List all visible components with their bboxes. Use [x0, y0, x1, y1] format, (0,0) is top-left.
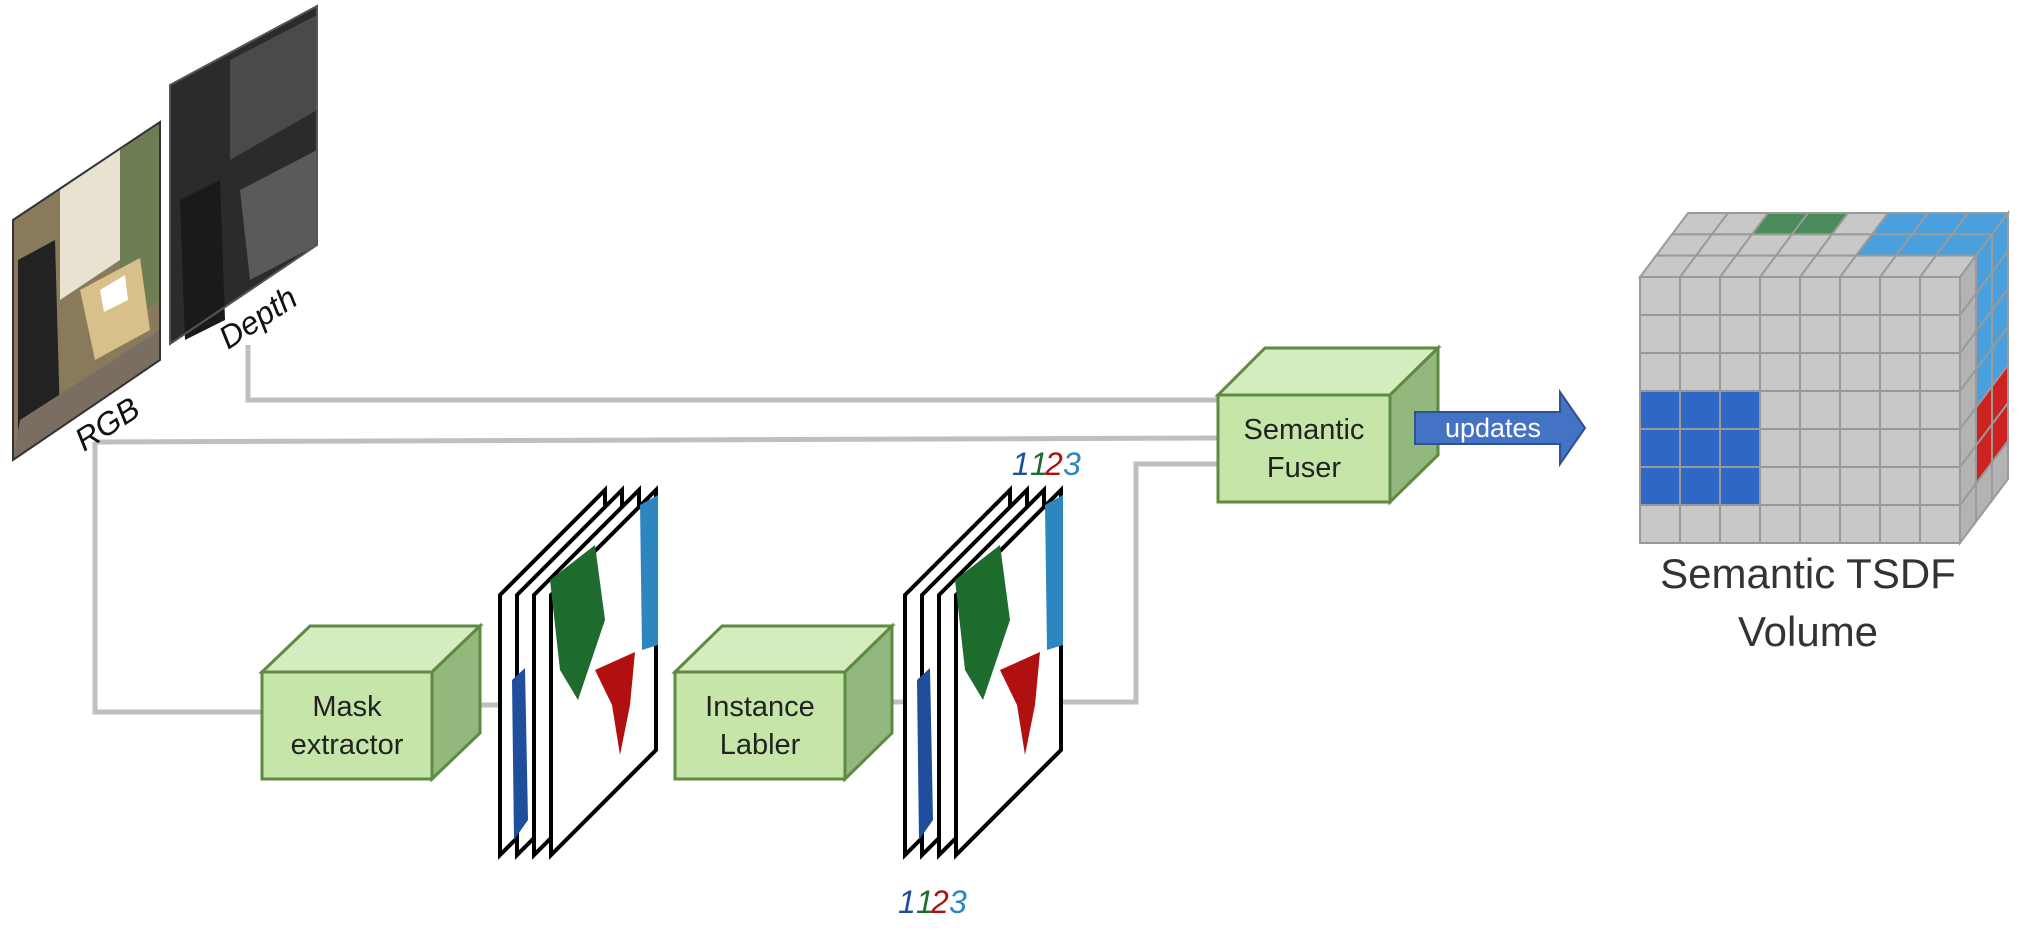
tsdf-caption-line2: Volume	[1738, 608, 1878, 655]
semantic-fuser-line1: Semantic	[1244, 414, 1365, 446]
voxel-front	[1839, 428, 1881, 468]
voxel-front	[1639, 352, 1681, 392]
mask-stack-1-blob-lightblue	[640, 495, 658, 650]
mask-extractor-box	[258, 622, 484, 783]
mask-extractor-line2: extractor	[291, 729, 404, 761]
voxel-front	[1719, 352, 1761, 392]
voxel-front	[1759, 428, 1801, 468]
voxel-front	[1639, 276, 1681, 316]
voxel-front	[1679, 504, 1721, 544]
mask-stack-1-blob-green	[550, 545, 605, 700]
voxel-front	[1879, 390, 1921, 430]
mask-extractor-line1: Mask	[312, 691, 382, 723]
voxel-front	[1799, 390, 1841, 430]
instance-labler-box	[671, 622, 896, 783]
depth-to-fuser-wire	[245, 345, 1222, 403]
mask-stack-1	[498, 485, 658, 860]
semantic-tsdf-volume	[1637, 210, 2011, 546]
voxel-front	[1919, 466, 1961, 506]
instance-id-top-4: 3	[1063, 446, 1081, 482]
voxel-front	[1679, 352, 1721, 392]
voxel-front	[1839, 352, 1881, 392]
voxel-front	[1679, 390, 1721, 430]
voxel-front	[1799, 314, 1841, 354]
voxel-front	[1639, 390, 1681, 430]
mask-stack-2-blob-lightblue	[1045, 495, 1063, 650]
instance-id-bottom-1: 1	[898, 884, 916, 920]
voxel-front	[1759, 314, 1801, 354]
instance-id-bottom-4: 3	[949, 884, 967, 920]
updates-label: updates	[1445, 413, 1541, 443]
voxel-front	[1639, 314, 1681, 354]
depth-image	[169, 4, 318, 346]
voxel-front	[1759, 504, 1801, 544]
voxel-front	[1919, 276, 1961, 316]
instance-id-top-1: 1	[1012, 446, 1030, 482]
voxel-front	[1759, 352, 1801, 392]
voxel-front	[1839, 276, 1881, 316]
voxel-front	[1759, 276, 1801, 316]
voxel-front	[1679, 276, 1721, 316]
mask-stack-2-blob-green	[955, 545, 1010, 700]
mask-stack-2	[903, 485, 1063, 860]
instance-ids-top: 1 1 2 3	[1012, 446, 1081, 482]
voxel-front	[1719, 504, 1761, 544]
voxel-front	[1879, 352, 1921, 392]
voxel-front	[1879, 466, 1921, 506]
voxel-front	[1719, 314, 1761, 354]
voxel-front	[1759, 390, 1801, 430]
mask-stack-2-blob-red	[1000, 652, 1040, 755]
voxel-front	[1759, 466, 1801, 506]
rgb-to-mask-extractor-wire	[92, 442, 262, 715]
voxel-front	[1719, 276, 1761, 316]
voxel-front	[1799, 352, 1841, 392]
voxel-front	[1679, 428, 1721, 468]
voxel-front	[1719, 428, 1761, 468]
instance-id-bottom-2: 1	[916, 884, 934, 920]
instance-id-bottom-3: 2	[930, 884, 949, 920]
voxel-front	[1919, 390, 1961, 430]
mask-stack-1-blob-red	[595, 652, 635, 755]
voxel-front	[1719, 466, 1761, 506]
rgb-to-fuser-wire	[94, 435, 1223, 445]
voxel-front	[1839, 314, 1881, 354]
voxel-front	[1839, 466, 1881, 506]
labels-to-fuser-wire	[1030, 461, 1222, 705]
updates-arrow	[1414, 388, 1587, 468]
voxel-front	[1879, 276, 1921, 316]
voxel-front	[1839, 504, 1881, 544]
voxel-front	[1879, 428, 1921, 468]
voxel-front	[1639, 466, 1681, 506]
instance-labler-line1: Instance	[705, 691, 815, 723]
instance-id-top-2: 1	[1030, 446, 1048, 482]
voxel-front	[1799, 466, 1841, 506]
semantic-fuser-line2: Fuser	[1267, 452, 1341, 484]
voxel-front	[1639, 428, 1681, 468]
voxel-front	[1799, 276, 1841, 316]
mask-stack-2-blob-blue	[917, 668, 933, 840]
tsdf-caption-line1: Semantic TSDF	[1660, 550, 1956, 597]
voxel-front	[1879, 504, 1921, 544]
voxel-front	[1879, 314, 1921, 354]
rgb-image	[12, 120, 161, 462]
voxel-front	[1719, 390, 1761, 430]
voxel-front	[1839, 390, 1881, 430]
voxel-side	[1991, 437, 2009, 504]
voxel-front	[1799, 428, 1841, 468]
voxel-front	[1919, 504, 1961, 544]
voxel-front	[1679, 314, 1721, 354]
instance-labler-line2: Labler	[720, 729, 801, 761]
instance-id-top-3: 2	[1044, 446, 1063, 482]
voxel-front	[1679, 466, 1721, 506]
instance-ids-bottom: 1 1 2 3	[898, 884, 967, 920]
voxel-front	[1919, 314, 1961, 354]
mask-stack-1-blob-blue	[512, 668, 528, 840]
voxel-front	[1919, 428, 1961, 468]
voxel-front	[1799, 504, 1841, 544]
voxel-front	[1919, 352, 1961, 392]
voxel-front	[1639, 504, 1681, 544]
